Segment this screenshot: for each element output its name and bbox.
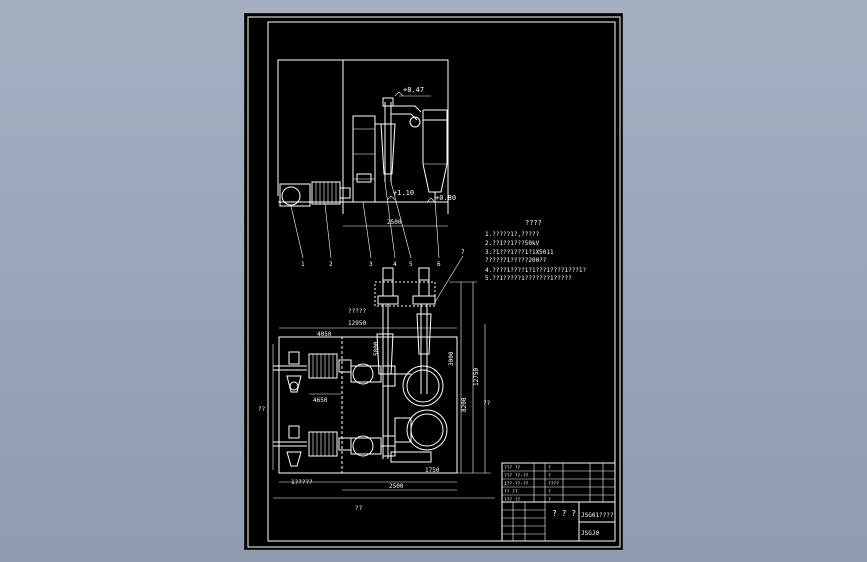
- cyclone-plan-2: [406, 409, 448, 451]
- title-block: ??? ?? ??? ??-?? 1??-??-?? ?? ?? ??? ?? …: [501, 462, 616, 542]
- plan-bottom-mark: ??: [355, 505, 363, 512]
- blower-row-upper: [273, 351, 411, 393]
- elev-mid-label: +1.10: [393, 189, 414, 197]
- elev-top-label: +8.47: [403, 86, 424, 94]
- leader-1: 1: [301, 261, 305, 268]
- building-outline: [277, 59, 449, 214]
- inner-frame: [267, 21, 616, 542]
- blower-row-lower: [273, 425, 396, 467]
- leader-2: 2: [329, 261, 333, 268]
- heater-flange: [356, 173, 372, 183]
- plan-right-mark: ??: [483, 400, 491, 407]
- tube-top: [382, 97, 394, 107]
- plan-dim-bottom-2: 1750: [425, 467, 440, 474]
- note-line-2: 2.??1??1???50kV: [485, 240, 540, 247]
- fan-wheel: [281, 186, 301, 206]
- tb-row-label-3: 1??-??-??: [504, 481, 529, 487]
- fan-top-right: [412, 295, 436, 305]
- leader-4: 4: [393, 261, 397, 268]
- plan-left-mark: ??: [258, 406, 266, 413]
- plan-dim-upper: 4050: [317, 331, 332, 338]
- tb-drawing-number: JSG01????: [581, 512, 614, 519]
- tb-row-label-5: ??? ??: [504, 497, 521, 503]
- coupling: [339, 187, 351, 199]
- tb-row-value-4: ?: [548, 489, 551, 495]
- drawing-sheet: +8.47 +1.10 +0.80 2500 1 2 3 4 5 6 ???? …: [244, 13, 623, 550]
- leader-5: 5: [409, 261, 413, 268]
- note-line-6: 5.??1?????1???????1?????: [485, 275, 572, 282]
- plan-dim-vert-3: 12750: [473, 368, 480, 386]
- tb-row-label-2: ??? ??-??: [504, 473, 529, 479]
- tb-row-value-3: ????: [548, 481, 559, 487]
- plan-dim-left: 4650: [313, 397, 328, 404]
- tb-row-label-1: ??? ??: [504, 465, 521, 471]
- plan-view: 7: [258, 249, 495, 512]
- leader-6: 6: [437, 261, 441, 268]
- plan-dim-top: 12950: [348, 320, 366, 327]
- notes-title: ????: [525, 219, 542, 227]
- outer-frame: [247, 16, 621, 548]
- leader-3: 3: [369, 261, 373, 268]
- plan-dim-bottom-1: 2500: [389, 483, 404, 490]
- fan-housing: [279, 183, 311, 207]
- note-line-4: ??????1?????200??: [485, 257, 547, 264]
- fan-top-left: [377, 295, 399, 305]
- heater-column: [352, 115, 376, 203]
- tb-drawing-name: ? ? ?: [552, 509, 576, 518]
- leader-7: 7: [461, 249, 465, 256]
- note-line-5: 4.????1????1?1???1????1???1?: [485, 267, 587, 274]
- dim-elevation-width: 2500: [387, 219, 402, 226]
- plan-dim-vert-2: 8200: [461, 397, 468, 412]
- plan-dim-vert-4: 5800: [373, 341, 380, 356]
- elev-right-label: +0.80: [435, 194, 456, 202]
- plan-title: ?????: [348, 308, 366, 315]
- venturi: [380, 123, 396, 175]
- note-line-1: 1.?????1?,?????: [485, 231, 540, 238]
- cyclone-body: [422, 119, 448, 193]
- tb-row-value-2: ?: [548, 473, 551, 479]
- cad-drawing: +8.47 +1.10 +0.80 2500 1 2 3 4 5 6 ???? …: [247, 16, 621, 548]
- plan-dim-vert-1: 3000: [448, 351, 455, 366]
- tb-sheet: JSGJ0: [581, 530, 599, 537]
- plan-bottom-caption: 1?????: [291, 479, 313, 486]
- technical-notes: ???? 1.?????1?,????? 2.??1??1???50kV 3.?…: [485, 219, 587, 282]
- tb-row-value-5: ?: [548, 497, 551, 503]
- elevation-view: +8.47 +1.10 +0.80 2500 1 2 3 4 5 6: [277, 59, 456, 268]
- cyclone-plan-1: [402, 365, 444, 407]
- tb-row-value-1: ?: [548, 465, 551, 471]
- tb-row-label-4: ?? ??: [504, 489, 518, 495]
- cyclone-top: [422, 109, 448, 121]
- note-line-3: 3.?1???1???1?1X5011: [485, 249, 554, 256]
